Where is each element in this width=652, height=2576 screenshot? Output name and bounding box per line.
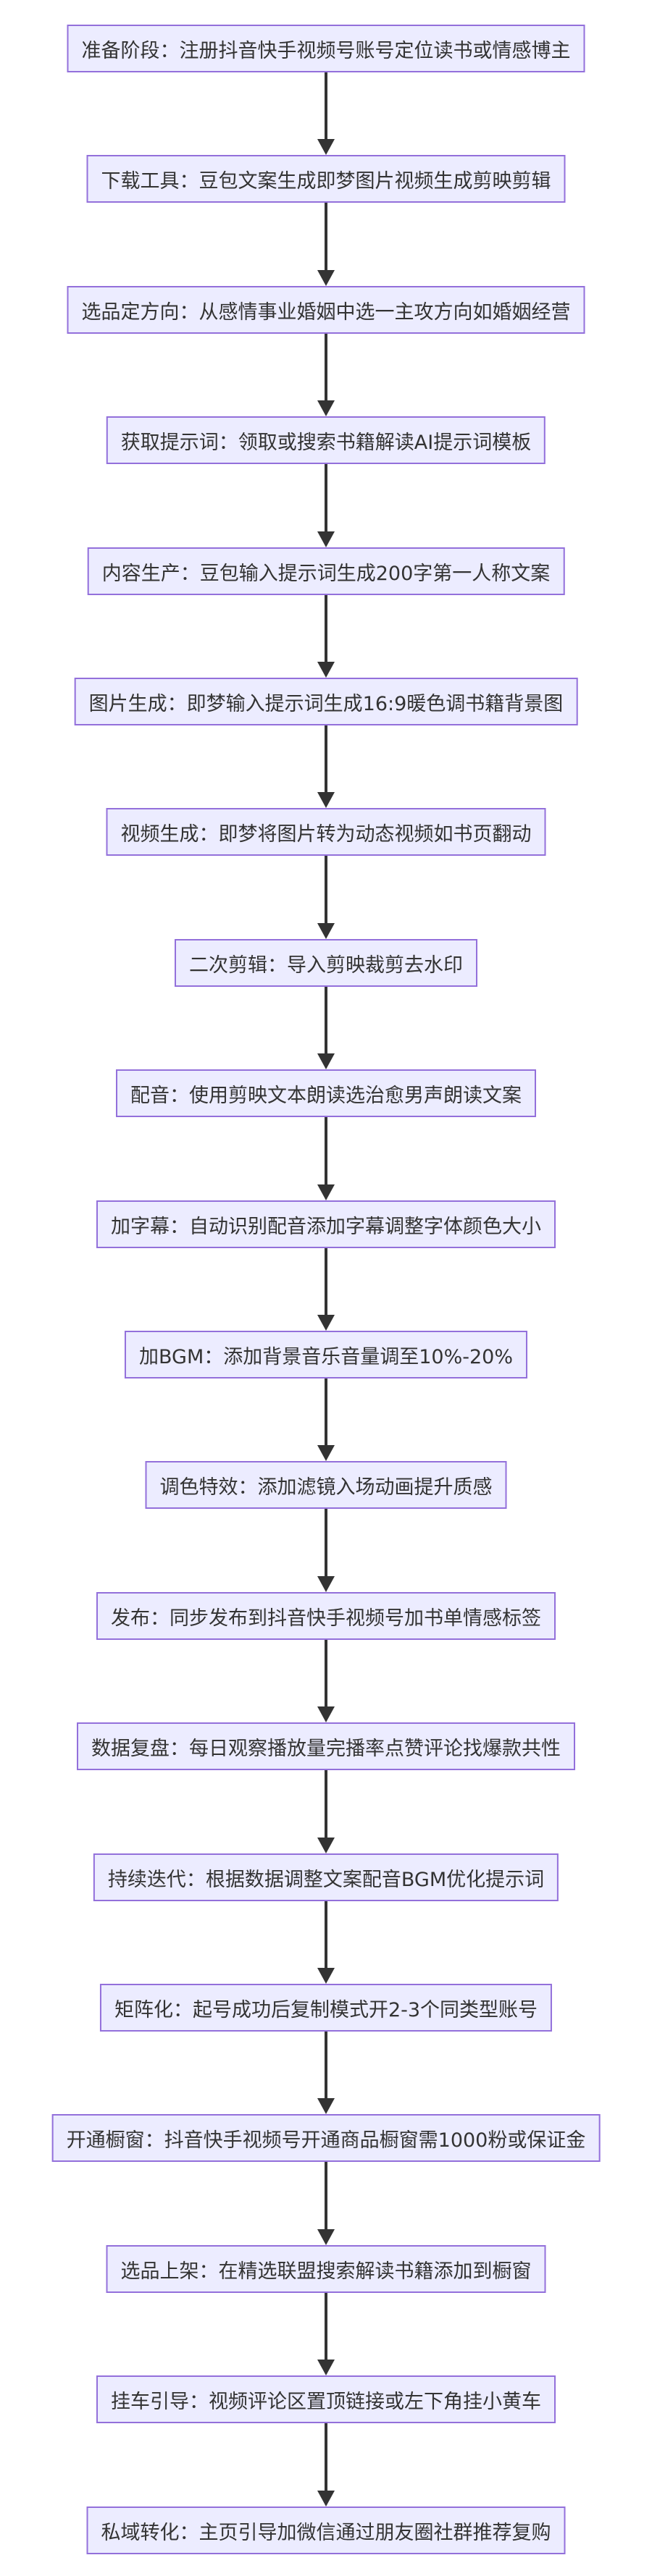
flow-step-16: 矩阵化：起号成功后复制模式开2-3个同类型账号 (99, 1984, 553, 2032)
flow-step-2: 下载工具：豆包文案生成即梦图片视频生成剪映剪辑 (86, 155, 566, 203)
arrow-line (325, 1901, 327, 1971)
flow-step-label: 准备阶段：注册抖音快手视频号账号定位读书或情感博主 (81, 39, 571, 62)
arrow-head-icon (317, 2229, 335, 2245)
arrow-head-icon (317, 2098, 335, 2114)
arrow-head-icon (317, 1968, 335, 1984)
arrow-head-icon (317, 270, 335, 286)
arrow-head-icon (317, 923, 335, 939)
arrow-line (325, 2293, 327, 2362)
flow-step-label: 获取提示词：领取或搜索书籍解读AI提示词模板 (120, 431, 532, 454)
arrow-line (325, 1117, 327, 1187)
arrow-line (325, 1509, 327, 1579)
flow-step-label: 图片生成：即梦输入提示词生成16:9暖色调书籍背景图 (88, 692, 564, 715)
flow-step-label: 私域转化：主页引导加微信通过朋友圈社群推荐复购 (101, 2521, 551, 2544)
flow-step-15: 持续迭代：根据数据调整文案配音BGM优化提示词 (93, 1853, 559, 1901)
arrow-line (325, 725, 327, 795)
arrow-line (325, 1379, 327, 1448)
arrow-line (325, 1640, 327, 1709)
flow-step-label: 选品上架：在精选联盟搜索解读书籍添加到橱窗 (120, 2260, 532, 2283)
flow-step-label: 配音：使用剪映文本朗读选治愈男声朗读文案 (130, 1084, 522, 1107)
flow-step-18: 选品上架：在精选联盟搜索解读书籍添加到橱窗 (106, 2245, 546, 2293)
flow-step-8: 二次剪辑：导入剪映裁剪去水印 (175, 939, 477, 987)
arrow-head-icon (317, 1053, 335, 1069)
arrow-head-icon (317, 1576, 335, 1592)
arrow-head-icon (317, 662, 335, 678)
arrow-head-icon (317, 1445, 335, 1461)
flow-step-label: 矩阵化：起号成功后复制模式开2-3个同类型账号 (114, 1998, 538, 2021)
arrow-head-icon (317, 1838, 335, 1853)
arrow-line (325, 2162, 327, 2232)
flow-step-10: 加字幕：自动识别配音添加字幕调整字体颜色大小 (96, 1200, 556, 1248)
arrow-line (325, 334, 327, 403)
arrow-head-icon (317, 1184, 335, 1200)
arrow-head-icon (317, 2360, 335, 2375)
flow-step-5: 内容生产：豆包输入提示词生成200字第一人称文案 (87, 547, 565, 595)
arrow-head-icon (317, 2491, 335, 2506)
flow-step-label: 选品定方向：从感情事业婚姻中选一主攻方向如婚姻经营 (81, 300, 571, 324)
flow-step-label: 挂车引导：视频评论区置顶链接或左下角挂小黄车 (111, 2390, 541, 2413)
flow-step-label: 调色特效：添加滤镜入场动画提升质感 (159, 1476, 493, 1499)
arrow-head-icon (317, 400, 335, 416)
flow-step-label: 开通橱窗：抖音快手视频号开通商品橱窗需1000粉或保证金 (66, 2129, 586, 2152)
arrow-line (325, 856, 327, 926)
arrow-line (325, 2032, 327, 2101)
flow-step-17: 开通橱窗：抖音快手视频号开通商品橱窗需1000粉或保证金 (51, 2114, 601, 2162)
flow-step-label: 数据复盘：每日观察播放量完播率点赞评论找爆款共性 (91, 1737, 561, 1760)
arrow-line (325, 72, 327, 142)
flow-step-13: 发布：同步发布到抖音快手视频号加书单情感标签 (96, 1592, 556, 1640)
flow-step-20: 私域转化：主页引导加微信通过朋友圈社群推荐复购 (86, 2506, 566, 2554)
arrow-line (325, 2423, 327, 2493)
arrow-line (325, 464, 327, 534)
flow-step-label: 发布：同步发布到抖音快手视频号加书单情感标签 (111, 1607, 541, 1630)
flow-step-11: 加BGM：添加背景音乐音量调至10%-20% (124, 1331, 528, 1379)
flow-step-label: 内容生产：豆包输入提示词生成200字第一人称文案 (101, 562, 551, 585)
arrow-line (325, 203, 327, 273)
arrow-head-icon (317, 531, 335, 547)
flow-step-label: 下载工具：豆包文案生成即梦图片视频生成剪映剪辑 (101, 169, 551, 193)
flow-step-19: 挂车引导：视频评论区置顶链接或左下角挂小黄车 (96, 2375, 556, 2423)
arrow-line (325, 1770, 327, 1840)
arrow-line (325, 987, 327, 1056)
flow-step-label: 二次剪辑：导入剪映裁剪去水印 (189, 954, 463, 977)
arrow-head-icon (317, 139, 335, 155)
flow-step-14: 数据复盘：每日观察播放量完播率点赞评论找爆款共性 (77, 1722, 575, 1770)
arrow-head-icon (317, 1706, 335, 1722)
flow-step-label: 视频生成：即梦将图片转为动态视频如书页翻动 (120, 822, 532, 846)
flow-step-12: 调色特效：添加滤镜入场动画提升质感 (145, 1461, 507, 1509)
arrow-line (325, 595, 327, 665)
flow-step-9: 配音：使用剪映文本朗读选治愈男声朗读文案 (116, 1069, 536, 1117)
flow-step-label: 加BGM：添加背景音乐音量调至10%-20% (138, 1345, 514, 1368)
flow-step-label: 加字幕：自动识别配音添加字幕调整字体颜色大小 (111, 1215, 541, 1238)
flow-step-label: 持续迭代：根据数据调整文案配音BGM优化提示词 (107, 1868, 545, 1891)
flow-step-3: 选品定方向：从感情事业婚姻中选一主攻方向如婚姻经营 (67, 286, 585, 334)
flow-step-4: 获取提示词：领取或搜索书籍解读AI提示词模板 (106, 416, 546, 464)
flow-step-1: 准备阶段：注册抖音快手视频号账号定位读书或情感博主 (67, 25, 585, 72)
flow-step-6: 图片生成：即梦输入提示词生成16:9暖色调书籍背景图 (74, 678, 578, 725)
flow-step-7: 视频生成：即梦将图片转为动态视频如书页翻动 (106, 808, 546, 856)
arrow-head-icon (317, 792, 335, 808)
arrow-line (325, 1248, 327, 1318)
arrow-head-icon (317, 1315, 335, 1331)
